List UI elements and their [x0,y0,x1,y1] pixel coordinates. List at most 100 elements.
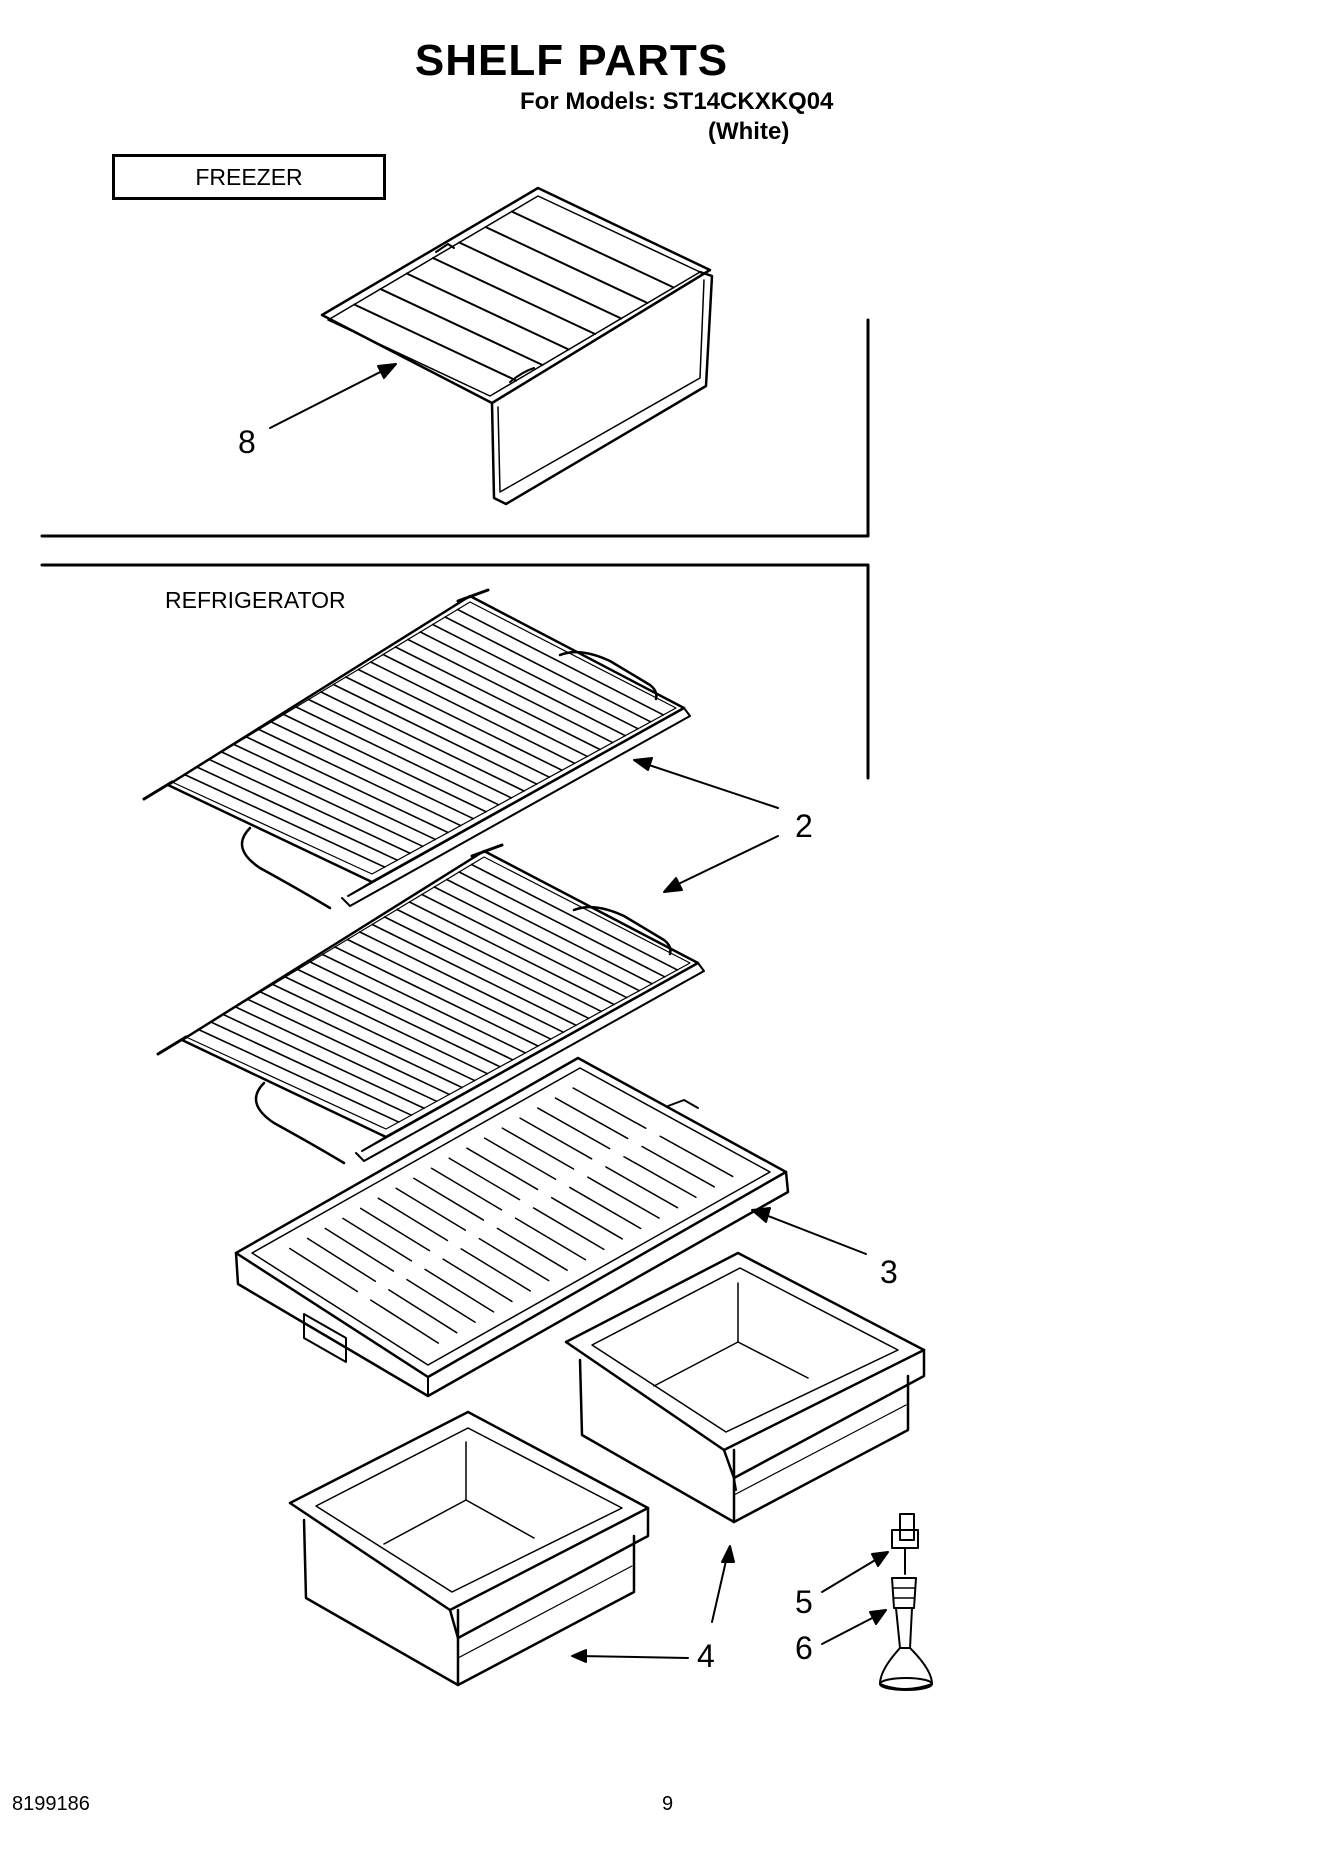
page-number: 9 [662,1793,674,1815]
shelf-slot [377,1197,449,1242]
shelf-rod [432,257,596,335]
shelf-slot [587,1176,660,1219]
shelf-slot [370,1299,440,1344]
shelf-rod [458,871,666,978]
shelf-rod [321,953,527,1054]
shelf-rod [510,210,675,289]
shelf-rod [197,1028,400,1123]
shelf-rod [357,668,563,772]
shelf-rod [208,758,411,855]
shelf-slot [550,1196,624,1240]
shelf-rod [210,1021,413,1116]
shelf-rod [346,938,552,1040]
shelf-rod [183,773,386,868]
shelf-slot [514,1217,587,1261]
leveling-leg [879,1513,933,1691]
shelf-rod [405,272,570,351]
shelf-rod [295,706,500,806]
crisper-drawer-left [288,1410,650,1687]
shelf-slot [430,1167,503,1211]
callout-4: 4 [697,1638,715,1674]
shelf-rod [371,923,577,1027]
shelf-slot [478,1237,550,1282]
shelf-slot [306,1237,377,1283]
shelf-slot [532,1207,605,1251]
document-number: 8199186 [12,1793,90,1815]
wire-shelf-lower [156,843,705,1165]
shelf-rod [284,976,489,1075]
shelf-rod [421,893,628,999]
shelf-slot [572,1087,647,1129]
shelf-slot [623,1155,697,1199]
shelf-slot [519,1117,593,1160]
shelf-rod [394,646,601,751]
shelf-slot [537,1107,611,1150]
freezer-section-label: FREEZER [112,154,386,200]
shelf-rod [444,616,652,723]
shelf-rod [383,916,590,1020]
shelf-slot [359,1207,431,1252]
section-dividers [40,318,870,780]
callout-2: 2 [795,808,813,844]
shelf-slot [466,1147,539,1191]
callout-8: 8 [238,424,256,460]
shelf-rod [247,998,451,1096]
shelf-slot [554,1097,629,1140]
page-title: SHELF PARTS [414,36,729,85]
shelf-slot [641,1145,716,1188]
shelf-rod [431,623,639,730]
crisper-drawer-right [564,1251,926,1524]
shelf-rod [196,766,399,861]
shelf-rod [222,1013,425,1110]
shelf-rod [484,226,649,304]
shelf-rod [456,608,665,716]
shelf-slot [496,1227,568,1271]
shelf-rod [296,968,501,1068]
shelf-rod [445,878,653,985]
shelf-rod [259,991,463,1089]
slotted-shelf [234,1056,790,1398]
shelf-rod [353,303,518,382]
shelf-rod [433,886,641,992]
model-number: For Models: ST14CKXKQ04 [520,88,834,115]
wire-shelf-upper [142,588,691,910]
shelf-slot [324,1227,395,1272]
shelf-slot [388,1289,458,1334]
shelf-slot [424,1268,495,1313]
shelf-slot [448,1157,521,1201]
shelf-rod [396,908,603,1013]
shelf-slot [460,1248,532,1292]
shelf-rod [233,743,437,841]
refrigerator-section-label: REFRIGERATOR [165,587,346,613]
shelf-rod [307,698,513,799]
shelf-slot [605,1166,679,1209]
shelf-slot [659,1135,734,1178]
shelf-rod [334,946,539,1047]
shelf-rod [320,691,525,792]
shelf-rod [359,931,565,1033]
shelf-rod [419,631,627,737]
shelf-rod [234,1006,438,1103]
shelf-slot [442,1258,513,1303]
shelf-rod [270,721,475,820]
shelf-rod [282,713,487,813]
model-color: (White) [708,118,790,145]
shelf-rod [332,683,538,785]
shelf-rod [407,638,614,744]
callout-3: 3 [880,1254,898,1290]
callout-6: 6 [795,1630,813,1666]
shelf-rod [382,653,589,758]
callout-arrows [269,363,889,1663]
shelf-slot [406,1278,476,1324]
shelf-rod [245,736,449,834]
shelf-slot [395,1187,467,1231]
shelf-rod [220,751,424,848]
shelf-rod [458,241,623,320]
callout-5: 5 [795,1584,813,1620]
freezer-wire-shelf [320,186,714,506]
shelf-rod [272,983,476,1082]
shelf-slot [569,1186,642,1230]
shelf-rod [258,728,462,827]
shelf-slot [501,1127,575,1170]
